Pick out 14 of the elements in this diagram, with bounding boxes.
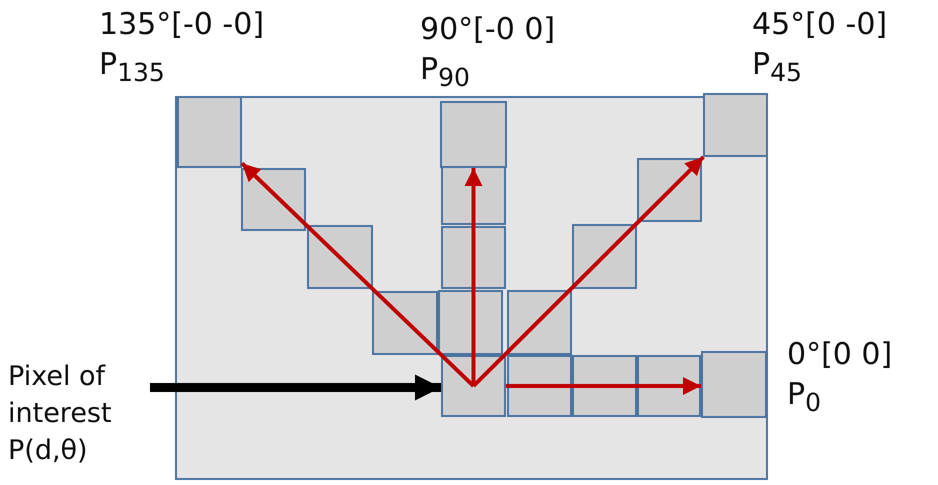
arrow [150, 374, 441, 400]
arrow [464, 168, 482, 386]
angle-offset-label: 45°[0 -0] [752, 6, 888, 44]
callout-text: Pixel of interest P(d,θ) [8, 358, 150, 469]
angle-offset-label: 0°[0 0] [787, 336, 892, 374]
arrow [472, 156, 705, 388]
angle-offset-label: 135°[-0 -0] [99, 6, 264, 44]
arrow [240, 162, 475, 388]
pixel-label: P$_{0}$ [787, 376, 821, 419]
angle-offset-label: 90°[-0 0] [420, 11, 556, 49]
arrow [506, 377, 701, 395]
pixel-label: P$_{135}$ [99, 46, 165, 89]
pixel-label: P$_{45}$ [752, 46, 802, 89]
pixel-label: P$_{90}$ [420, 51, 470, 94]
